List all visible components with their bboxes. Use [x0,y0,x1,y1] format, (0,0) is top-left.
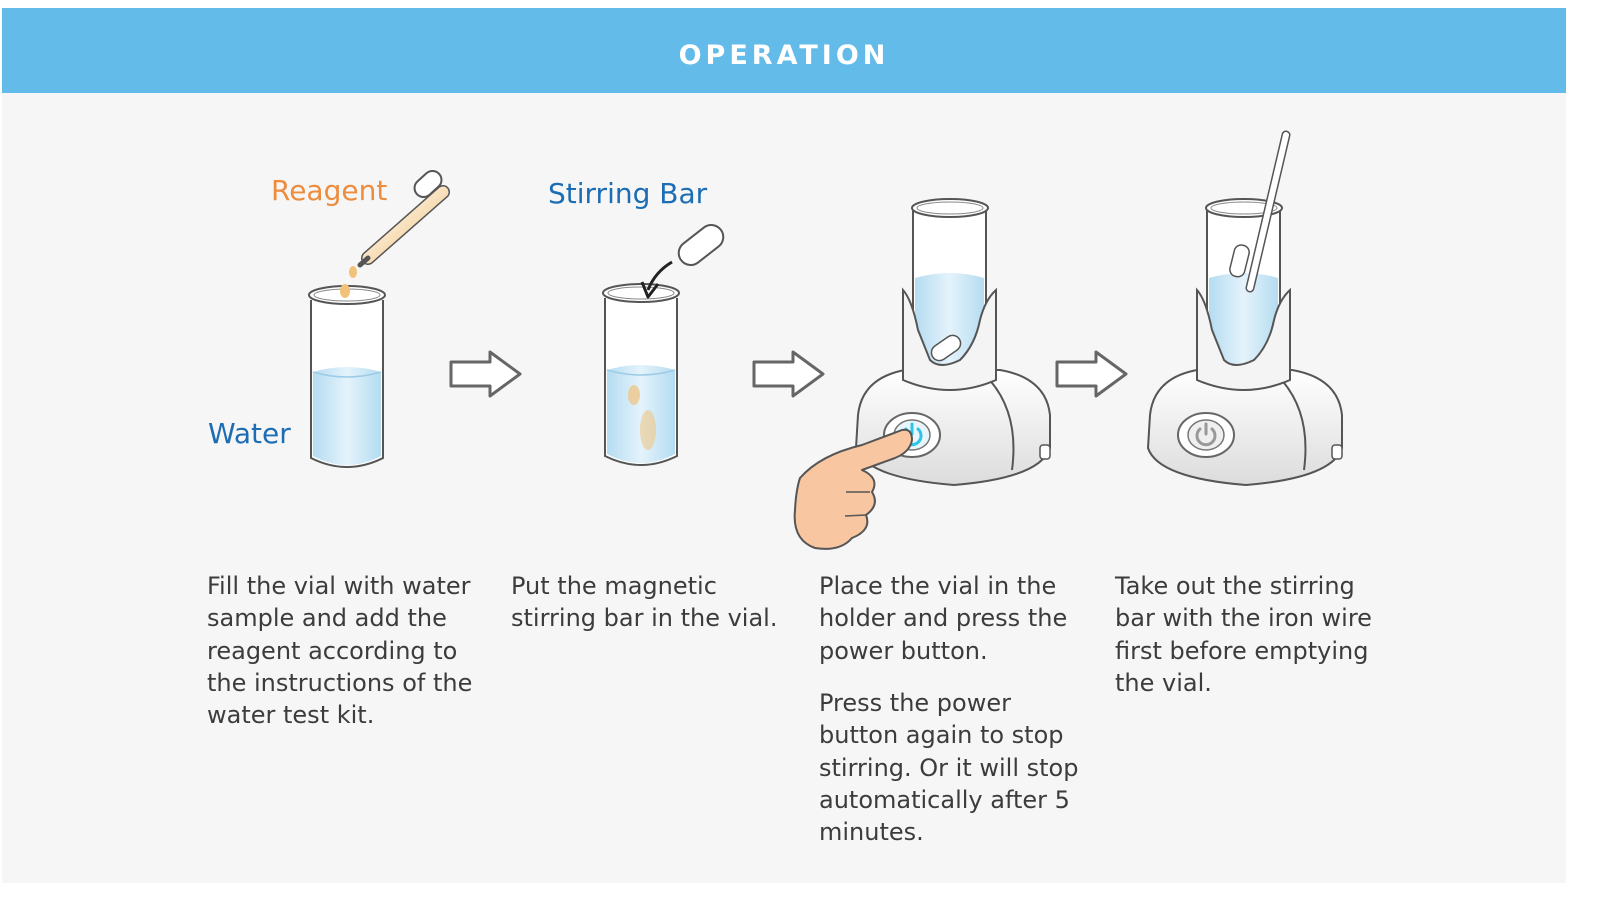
step2-vial [602,283,680,466]
page-title: OPERATION [678,40,890,71]
step3-note: Press the power button again to stop sti… [819,689,1079,847]
iron-wire [1229,130,1291,293]
arrow-right-icon [449,350,522,398]
step3-description: Place the vial in the holder and press t… [819,572,1068,665]
stirring-bar [640,223,725,299]
label-reagent: Reagent [271,174,388,207]
dropper-icon [349,169,450,278]
step4-description: Take out the stirring bar with the iron … [1115,572,1372,697]
step4-stirrer [1146,198,1343,487]
power-icon [1195,422,1217,447]
step1-description: Fill the vial with water sample and add … [207,572,473,730]
arrow-right-icon [1055,350,1128,398]
step2-description: Put the magnetic stirring bar in the via… [511,572,778,633]
arrow-right-icon [752,350,825,398]
label-water: Water [208,417,291,450]
step1-vial [308,284,386,468]
hand-pointer-icon [793,428,913,550]
header-bar: OPERATION [2,8,1566,93]
step3-stirrer [854,198,1051,487]
label-stirring-bar: Stirring Bar [548,177,708,210]
